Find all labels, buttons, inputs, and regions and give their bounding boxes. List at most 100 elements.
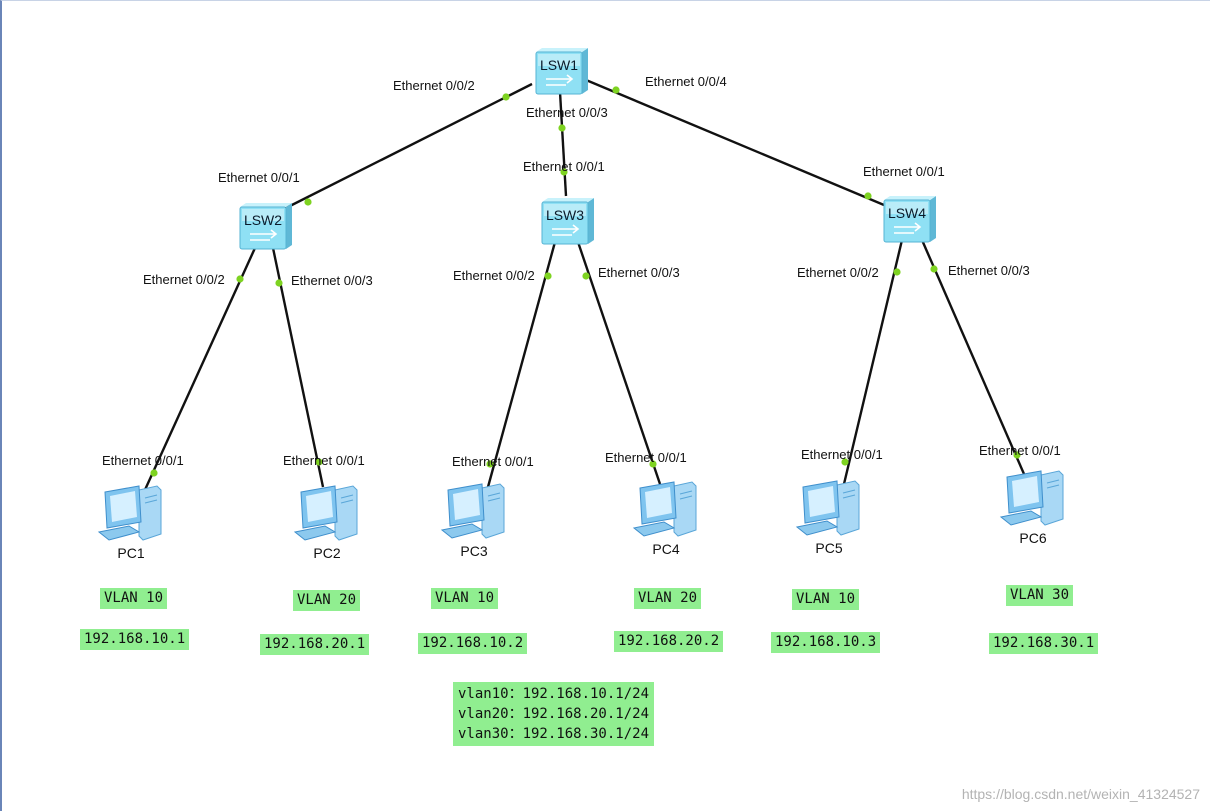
vlan-tag-pc6: VLAN 30 <box>1006 585 1074 606</box>
pc-tower-slot <box>144 499 158 504</box>
port-label: Ethernet 0/0/3 <box>291 273 373 288</box>
switch-top-face <box>536 48 588 52</box>
pc-label: PC4 <box>652 541 679 557</box>
pc-label: PC2 <box>313 545 340 561</box>
pc-label: PC5 <box>815 540 842 556</box>
pc-keyboard <box>632 521 676 537</box>
port-dot <box>930 265 938 273</box>
pc-tower-slot <box>1046 479 1060 484</box>
pc-screen <box>808 486 835 517</box>
watermark: https://blog.csdn.net/weixin_41324527 <box>961 786 1200 802</box>
vlan-tag-pc4: VLAN 20 <box>634 588 702 609</box>
switch-lsw3[interactable]: LSW3 <box>541 198 594 245</box>
vlan-tag-pc3: VLAN 10 <box>431 588 499 609</box>
switch-arrows-icon <box>552 224 580 236</box>
ip-tag-pc6: 192.168.30.1 <box>989 633 1099 654</box>
port-dot <box>841 458 849 466</box>
pc-pc2[interactable]: PC2 <box>293 485 358 561</box>
port-dot <box>544 272 552 280</box>
link-lsw4-pc6 <box>920 239 1026 475</box>
port-label: Ethernet 0/0/2 <box>393 78 475 93</box>
port-label: Ethernet 0/0/1 <box>863 164 945 179</box>
port-label: Ethernet 0/0/3 <box>948 263 1030 278</box>
pc-tower <box>481 483 505 539</box>
port-label: Ethernet 0/0/2 <box>797 265 879 280</box>
switch-side-face <box>286 203 292 249</box>
pc-pc1[interactable]: PC1 <box>97 485 162 561</box>
port-dot <box>236 275 244 283</box>
pc-tower-slot <box>842 489 856 494</box>
port-label: Ethernet 0/0/4 <box>645 74 727 89</box>
gateway-note: vlan10：192.168.10.1/24 vlan20：192.168.20… <box>453 682 655 746</box>
pc-tower-slot <box>340 499 354 504</box>
pc-keyboard <box>97 525 141 541</box>
pc-pc3[interactable]: PC3 <box>440 483 505 559</box>
port-dot <box>1013 451 1021 459</box>
pc-label: PC3 <box>460 543 487 559</box>
port-dot <box>582 272 590 280</box>
pc-tower-slot <box>340 494 354 499</box>
pc-tower-slot <box>679 490 693 495</box>
switch-label: LSW3 <box>546 207 584 223</box>
pc-tower <box>836 480 860 536</box>
port-dot <box>315 458 323 466</box>
port-label: Ethernet 0/0/1 <box>218 170 300 185</box>
links-layer <box>142 78 1026 493</box>
port-label: Ethernet 0/0/1 <box>283 453 365 468</box>
ip-tag-pc3: 192.168.10.2 <box>418 633 528 654</box>
pc-screen <box>453 489 480 520</box>
port-dot <box>864 192 872 200</box>
vlan-tag-pc5: VLAN 10 <box>792 589 860 610</box>
port-dot <box>486 460 494 468</box>
switch-top-face <box>542 198 594 202</box>
ip-tag-pc2: 192.168.20.1 <box>260 634 370 655</box>
pc-tower-slot <box>842 494 856 499</box>
port-label: Ethernet 0/0/1 <box>979 443 1061 458</box>
switch-label: LSW4 <box>888 205 926 221</box>
switch-side-face <box>582 48 588 94</box>
port-dot <box>558 124 566 132</box>
ip-tag-pc4: 192.168.20.2 <box>614 631 724 652</box>
switch-top-face <box>884 196 936 200</box>
pc-screen <box>645 487 672 518</box>
pc-tower-slot <box>679 495 693 500</box>
link-lsw1-lsw3 <box>558 91 568 197</box>
vlan-tag-pc1: VLAN 10 <box>100 588 168 609</box>
link-lsw2-pc1 <box>142 247 257 493</box>
pc-screen <box>1012 476 1039 507</box>
pc-tower-slot <box>144 494 158 499</box>
port-label: Ethernet 0/0/1 <box>605 450 687 465</box>
pc-tower <box>673 481 697 537</box>
switch-highlight <box>886 202 928 214</box>
pc-pc6[interactable]: PC6 <box>999 470 1064 546</box>
pc-tower <box>334 485 358 541</box>
switch-side-face <box>930 196 936 242</box>
switch-arrows-icon <box>894 222 922 234</box>
switch-lsw2[interactable]: LSW2 <box>239 203 292 250</box>
port-label: Ethernet 0/0/1 <box>102 453 184 468</box>
switch-side-face <box>588 198 594 244</box>
switch-top-face <box>240 203 292 207</box>
port-dot <box>612 86 620 94</box>
pc-label: PC6 <box>1019 530 1046 546</box>
pc-tower-slot <box>487 497 501 502</box>
pc-tower-slot <box>487 492 501 497</box>
switch-arrows-icon <box>250 229 278 241</box>
pc-keyboard <box>999 510 1043 526</box>
gateway-note-line: vlan20：192.168.20.1/24 <box>458 706 650 722</box>
ip-tag-pc1: 192.168.10.1 <box>80 629 190 650</box>
pc-keyboard <box>795 520 839 536</box>
pc-pc5[interactable]: PC5 <box>795 480 860 556</box>
port-label: Ethernet 0/0/2 <box>453 268 535 283</box>
switch-lsw1[interactable]: LSW1 <box>535 48 588 95</box>
switch-highlight <box>242 209 284 221</box>
port-label: Ethernet 0/0/1 <box>452 454 534 469</box>
pc-pc4[interactable]: PC4 <box>632 481 697 557</box>
switch-highlight <box>538 54 580 66</box>
switch-lsw4[interactable]: LSW4 <box>883 196 936 243</box>
port-label: Ethernet 0/0/1 <box>801 447 883 462</box>
port-dot <box>150 469 158 477</box>
pc-tower <box>1040 470 1064 526</box>
